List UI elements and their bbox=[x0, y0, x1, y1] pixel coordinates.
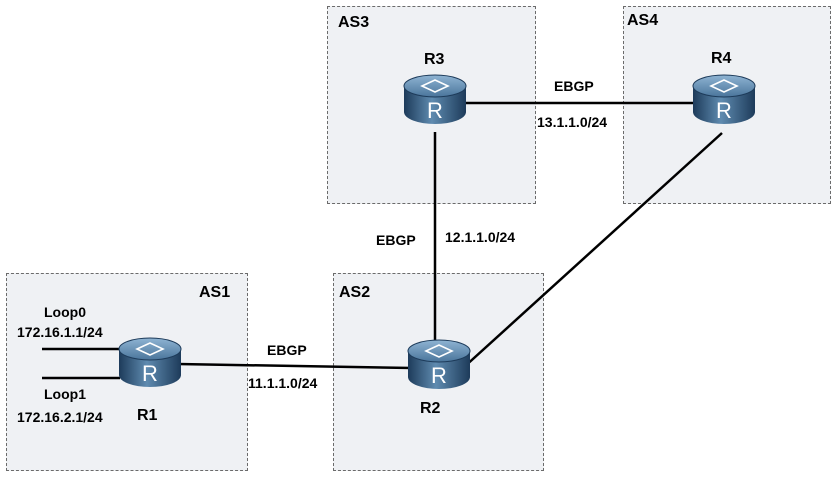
router-r4-icon: R bbox=[692, 74, 756, 124]
link-r3-r4-network: 13.1.1.0/24 bbox=[537, 114, 608, 130]
router-r4-label: R4 bbox=[711, 50, 732, 67]
svg-text:R: R bbox=[427, 98, 443, 123]
svg-text:R: R bbox=[716, 98, 732, 123]
link-r1-r2-protocol: EBGP bbox=[267, 342, 307, 358]
loop1-name: Loop1 bbox=[44, 386, 86, 402]
router-r3-label: R3 bbox=[424, 51, 445, 68]
link-r3-r4-protocol: EBGP bbox=[554, 78, 594, 94]
as4-label: AS4 bbox=[627, 12, 659, 29]
link-r2-r4 bbox=[462, 132, 723, 369]
router-r2-label: R2 bbox=[420, 400, 441, 417]
link-r2-r3-protocol: EBGP bbox=[376, 232, 416, 248]
as2-label: AS2 bbox=[339, 284, 371, 301]
link-r1-r2-network: 11.1.1.0/24 bbox=[248, 375, 318, 391]
loop0-name: Loop0 bbox=[44, 304, 86, 320]
loop1-address: 172.16.2.1/24 bbox=[17, 409, 103, 425]
router-r1-label: R1 bbox=[137, 407, 158, 424]
as1-label: AS1 bbox=[199, 284, 231, 301]
link-r2-r3-network: 12.1.1.0/24 bbox=[445, 229, 516, 245]
as3-label: AS3 bbox=[338, 14, 370, 31]
router-r2-icon: R bbox=[407, 339, 471, 389]
loop0-address: 172.16.1.1/24 bbox=[17, 324, 103, 340]
svg-text:R: R bbox=[142, 361, 158, 386]
router-r1-icon: R bbox=[118, 337, 182, 387]
router-r3-icon: R bbox=[403, 74, 467, 124]
svg-text:R: R bbox=[431, 363, 447, 388]
link-r1-r2 bbox=[177, 362, 413, 370]
